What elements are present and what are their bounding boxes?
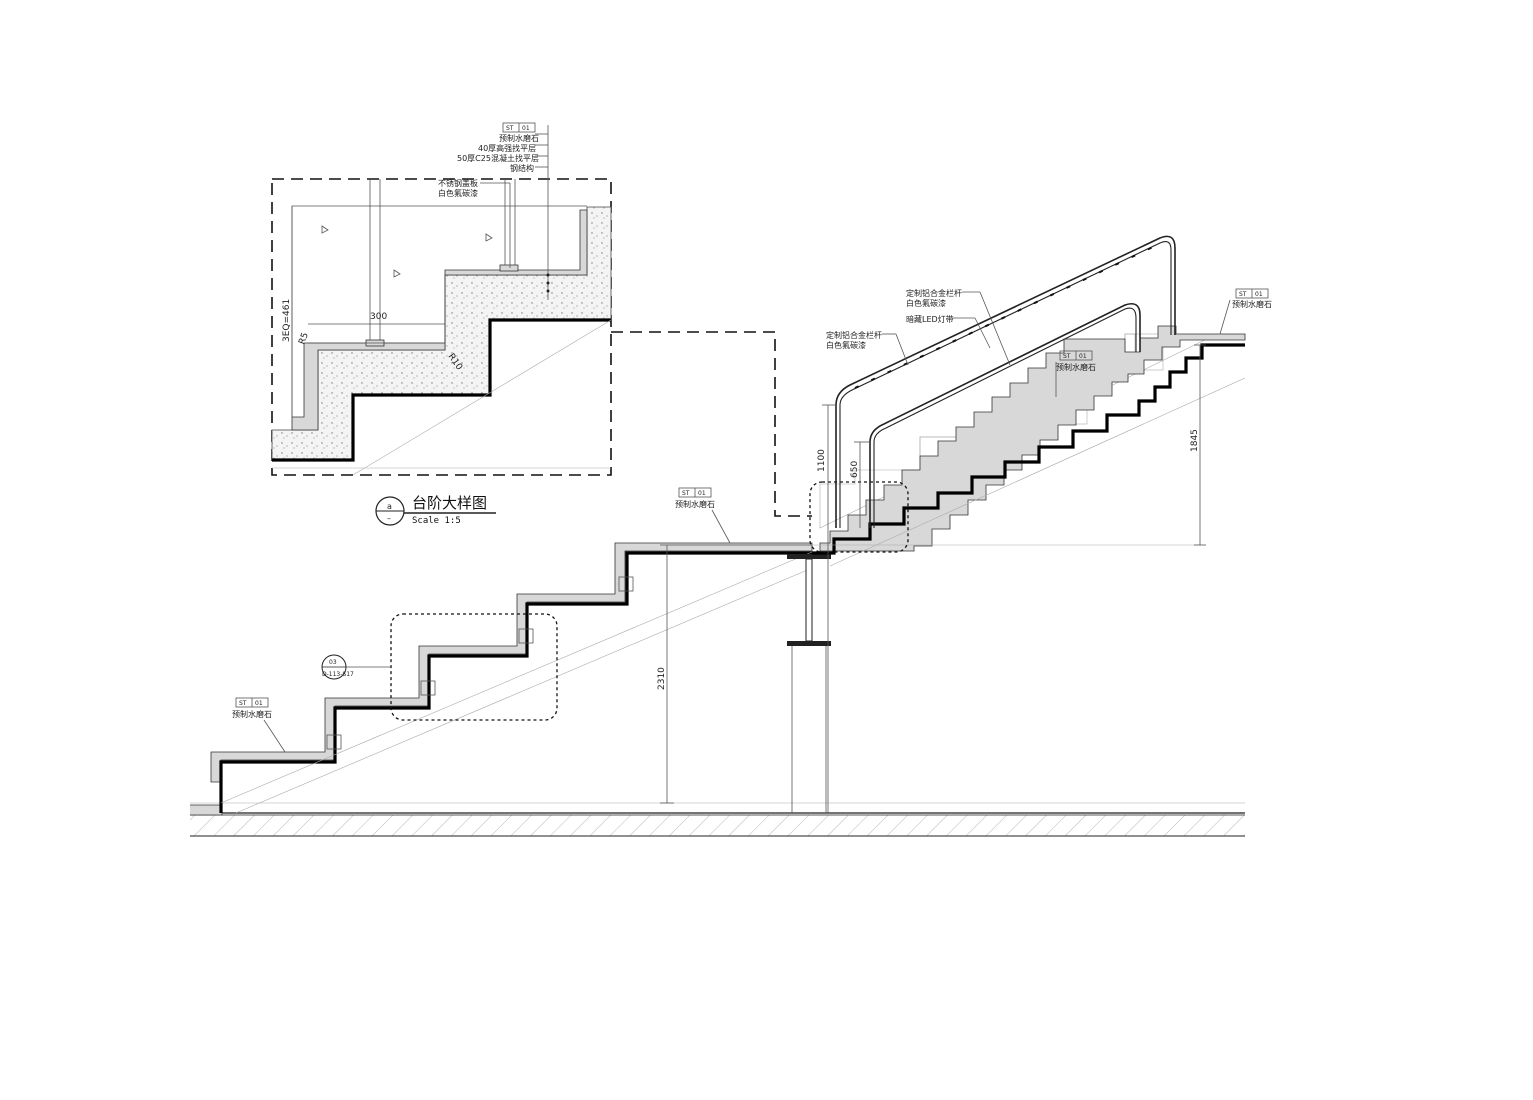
- detail-tag-num: 01: [522, 125, 530, 132]
- svg-text:01: 01: [1255, 291, 1263, 298]
- steel-column: [787, 554, 831, 813]
- callout-region-upper: [809, 481, 909, 553]
- dimensions: 1100 650 2310 1845: [657, 344, 1206, 813]
- upper-flight: [809, 325, 1246, 567]
- rail-outer-label-1: 定制铝合金栏杆: [906, 288, 962, 298]
- material-tag-landing: ST 01 预制水磨石: [675, 487, 731, 544]
- dim-rail-height: 1100: [817, 449, 827, 472]
- detail-plate-label-1: 不锈钢盖板: [438, 178, 478, 188]
- callout-top: 03: [329, 659, 337, 666]
- dim-upper-rise: 1845: [1190, 429, 1200, 452]
- detail-box: [271, 125, 612, 476]
- detail-connector: [611, 331, 812, 517]
- svg-text:ST: ST: [1063, 353, 1071, 360]
- section-callout: 03 D-113-S17: [321, 654, 391, 680]
- rail-inner-label-1: 定制铝合金栏杆: [826, 330, 882, 340]
- svg-text:预制水磨石: 预制水磨石: [675, 499, 715, 509]
- callout-bottom: D-113-S17: [322, 671, 354, 678]
- detail-annotations: ST 01 预制水磨石 40厚高强找平层 50厚C25混凝土找平层 钢结构 不锈…: [282, 122, 539, 372]
- lower-steel-line: [219, 551, 812, 813]
- rail-led-label: 暗藏LED灯带: [906, 314, 954, 324]
- dim-lower-rise: 2310: [657, 667, 667, 690]
- upper-terrazzo: [819, 325, 1246, 552]
- detail-steel-line: [272, 318, 611, 462]
- detail-title-block: a – 台阶大样图 Scale 1:5: [375, 494, 496, 526]
- rail-outer-label-2: 白色氟碳漆: [906, 298, 946, 308]
- detail-layer-2: 40厚高强找平层: [478, 143, 536, 153]
- svg-text:预制水磨石: 预制水磨石: [1232, 299, 1272, 309]
- upper-steel-line: [812, 343, 1245, 555]
- svg-text:ST: ST: [682, 490, 690, 497]
- detail-dim-height: 3EQ=461: [282, 299, 292, 342]
- svg-text:ST: ST: [239, 700, 247, 707]
- inner-handrail: [869, 302, 1141, 528]
- lower-flight: [210, 542, 813, 814]
- material-tag-mid: ST 01 预制水磨石: [1055, 350, 1096, 397]
- detail-layer-1: 预制水磨石: [499, 133, 539, 143]
- detail-border: [271, 178, 612, 476]
- rail-annotations: 定制铝合金栏杆 白色氟碳漆 暗藏LED灯带 定制铝合金栏杆 白色氟碳漆: [826, 288, 1011, 366]
- svg-text:01: 01: [1079, 353, 1087, 360]
- detail-scale: Scale 1:5: [412, 516, 461, 526]
- dim-rail-low: 650: [850, 461, 860, 478]
- outer-handrail: [835, 235, 1176, 528]
- detail-layer-4: 钢结构: [510, 163, 534, 173]
- material-tag-top: ST 01 预制水磨石: [1219, 288, 1272, 335]
- detail-radius-1: R5: [297, 331, 310, 346]
- detail-tag-code: ST: [506, 125, 514, 132]
- title-bubble-bottom: –: [387, 514, 391, 523]
- svg-text:预制水磨石: 预制水磨石: [1056, 362, 1096, 372]
- handrails: [835, 235, 1176, 528]
- svg-text:ST: ST: [1239, 291, 1247, 298]
- title-bubble-top: a: [387, 502, 392, 511]
- ground: [190, 802, 1245, 837]
- lower-terrazzo: [210, 542, 813, 783]
- svg-text:预制水磨石: 预制水磨石: [232, 709, 272, 719]
- material-tag-lower: ST 01 预制水磨石: [232, 697, 286, 753]
- detail-title: 台阶大样图: [412, 494, 487, 512]
- detail-plate-label-2: 白色氟碳漆: [438, 188, 478, 198]
- rail-inner-label-2: 白色氟碳漆: [826, 340, 866, 350]
- svg-text:01: 01: [255, 700, 263, 707]
- svg-text:01: 01: [698, 490, 706, 497]
- detail-dim-tread: 300: [370, 312, 387, 322]
- detail-layer-3: 50厚C25混凝土找平层: [457, 153, 539, 163]
